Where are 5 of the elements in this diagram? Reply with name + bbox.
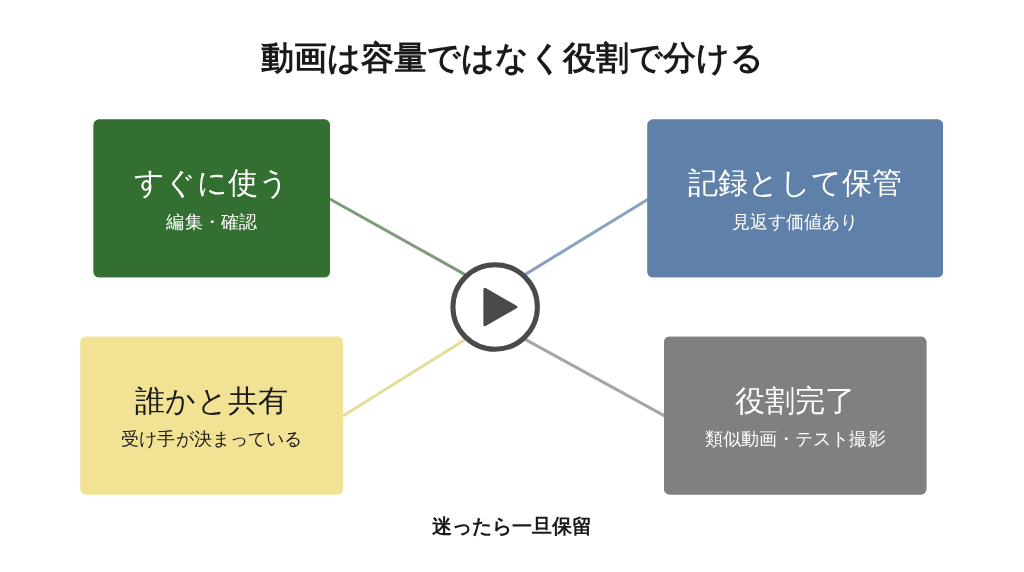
diagram-title: 動画は容量ではなく役割で分ける: [260, 38, 764, 78]
connector: [329, 197, 468, 277]
node-circle: [450, 262, 541, 352]
connector: [342, 337, 468, 418]
caption: 迷ったら一旦保留: [432, 514, 592, 538]
